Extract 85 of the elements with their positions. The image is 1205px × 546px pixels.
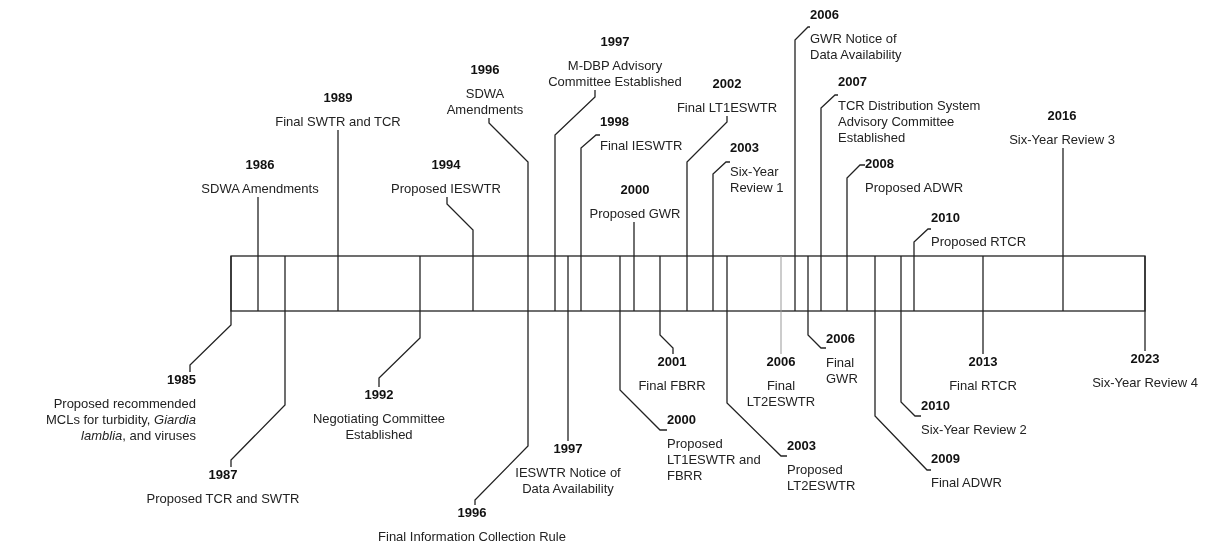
year-label: 2007 — [838, 74, 867, 90]
leader-line — [686, 115, 728, 257]
event-description: Final LT1ESWTR — [676, 100, 778, 116]
event-description: Six-Year Review 4 — [1092, 375, 1198, 391]
year-label: 1992 — [364, 387, 394, 403]
year-label: 1998 — [600, 114, 629, 130]
event-description: Final IESWTR — [600, 138, 683, 154]
leader-line — [846, 164, 866, 257]
event-description: Final FBRR — [638, 378, 706, 394]
event-description: M-DBP Advisory Committee Established — [547, 58, 683, 90]
year-label: 2006 — [766, 354, 796, 370]
event-description: Final SWTR and TCR — [275, 114, 401, 130]
event-description: Final Information Collection Rule — [378, 529, 566, 545]
event-description: Proposed recommended MCLs for turbidity, Giardia lamblia, and viruses — [44, 396, 196, 444]
leader-line — [230, 310, 286, 468]
leader-line — [982, 310, 984, 355]
leader-line — [337, 129, 339, 257]
event-description: Six-Year Review 2 — [921, 422, 1027, 438]
year-label: 2000 — [620, 182, 650, 198]
leader-line — [633, 221, 635, 257]
year-label: 1987 — [208, 467, 238, 483]
leader-line — [189, 310, 232, 373]
year-label: 2023 — [1130, 351, 1160, 367]
year-label: 1997 — [553, 441, 583, 457]
year-label: 1989 — [323, 90, 353, 106]
leader-line — [446, 196, 474, 257]
event-description: Proposed IESWTR — [391, 181, 501, 197]
leader-line — [659, 310, 674, 355]
event-description: TCR Distribution System Advisory Committee Established — [838, 98, 982, 146]
leader-line — [619, 310, 668, 431]
event-description: Proposed RTCR — [931, 234, 1027, 250]
year-label: 2013 — [968, 354, 998, 370]
year-label: 1996 — [470, 62, 500, 78]
year-label: 2001 — [657, 354, 687, 370]
event-description: Proposed LT1ESWTR and FBRR — [667, 436, 762, 484]
leader-line — [1144, 310, 1146, 352]
leader-line — [567, 310, 569, 442]
year-label: 2006 — [810, 7, 839, 23]
leader-line — [913, 228, 932, 257]
event-description: Proposed LT2ESWTR — [787, 462, 857, 494]
year-label: 2000 — [667, 412, 696, 428]
year-label: 2010 — [931, 210, 960, 226]
event-description: IESWTR Notice of Data Availability — [514, 465, 622, 497]
year-label: 2016 — [1047, 108, 1077, 124]
year-label: 2002 — [712, 76, 742, 92]
event-description: Negotiating Committee Established — [311, 411, 447, 443]
year-label: 1986 — [245, 157, 275, 173]
year-label: 2009 — [931, 451, 960, 467]
event-description: SDWA Amendments — [445, 86, 525, 118]
event-description: GWR Notice of Data Availability — [810, 31, 903, 63]
leader-line — [820, 94, 839, 257]
event-description: Final LT2ESWTR — [745, 378, 817, 410]
leader-line — [712, 161, 731, 257]
event-description: SDWA Amendments — [201, 181, 319, 197]
year-label: 2010 — [921, 398, 950, 414]
leader-line — [488, 117, 529, 257]
year-label: 1985 — [167, 372, 196, 388]
event-description: Six-Year Review 3 — [1009, 132, 1115, 148]
leader-line — [726, 310, 788, 457]
year-label: 2003 — [787, 438, 816, 454]
leader-line — [554, 89, 596, 257]
leader-line — [794, 26, 811, 257]
year-label: 2003 — [730, 140, 759, 156]
timeline-bar — [230, 255, 1146, 312]
leader-line — [900, 310, 922, 417]
leader-line — [257, 196, 259, 257]
leader-line — [580, 134, 601, 257]
leader-line — [474, 310, 529, 506]
event-description: Proposed TCR and SWTR — [146, 491, 300, 507]
event-description: Final GWR — [826, 355, 859, 387]
event-description: Final ADWR — [931, 475, 1002, 491]
leader-line — [780, 310, 782, 355]
year-label: 1996 — [457, 505, 487, 521]
year-label: 2008 — [865, 156, 894, 172]
leader-line — [378, 310, 421, 388]
leader-line — [1062, 147, 1064, 257]
event-description: Proposed GWR — [589, 206, 681, 222]
year-label: 2006 — [826, 331, 855, 347]
year-label: 1997 — [600, 34, 630, 50]
event-description: Six-Year Review 1 — [730, 164, 785, 196]
year-label: 1994 — [431, 157, 461, 173]
event-description: Proposed ADWR — [865, 180, 964, 196]
event-description: Final RTCR — [949, 378, 1017, 394]
leader-line — [807, 310, 827, 349]
leader-line — [874, 310, 932, 471]
